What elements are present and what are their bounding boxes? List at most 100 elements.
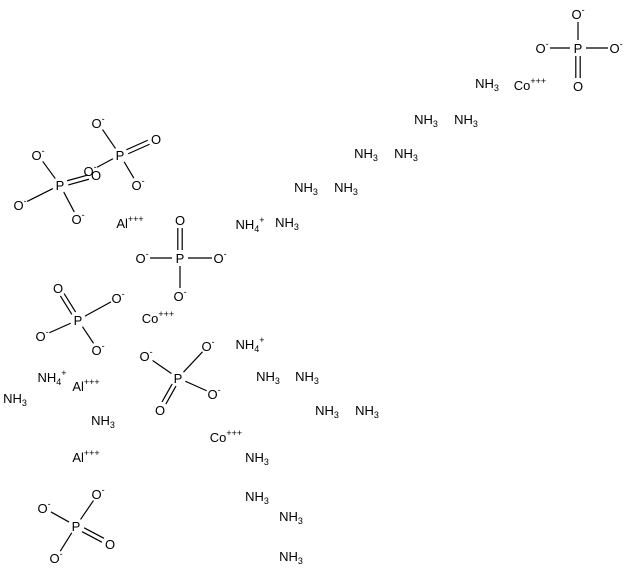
p-o-double-bond: [63, 293, 77, 313]
cobalt-ion-1-charge: +++: [530, 76, 546, 86]
ammonium-ion-3-subscript: 4: [56, 377, 61, 387]
oxygen-anion-4-1: O-: [135, 249, 148, 266]
phosphorus-3: P: [56, 178, 65, 193]
oxygen-6-3: O: [155, 403, 165, 418]
oxygen-anion-4-3-charge: -: [184, 287, 187, 297]
ammonia-10: NH3: [295, 369, 319, 386]
oxygen-anion-1-0: O-: [571, 5, 584, 22]
ammonia-14-symbol: NH: [91, 413, 110, 428]
ammonia-8: NH3: [275, 215, 299, 232]
p-o-bond: [80, 500, 94, 520]
oxygen-anion-4-1-charge: -: [146, 249, 149, 259]
ammonia-4-subscript: 3: [373, 153, 378, 163]
oxygen-anion-6-1-symbol: O: [201, 339, 211, 354]
ammonium-ion-2-subscript: 4: [254, 344, 259, 354]
ammonia-11-subscript: 3: [334, 410, 339, 420]
oxygen-5-0: O: [53, 281, 63, 296]
ammonia-8-subscript: 3: [294, 222, 299, 232]
oxygen-anion-4-1-symbol: O: [135, 251, 145, 266]
oxygen-anion-3-2: O-: [71, 210, 84, 227]
ammonia-16: NH3: [245, 489, 269, 506]
ammonia-6-subscript: 3: [313, 187, 318, 197]
ammonia-13-symbol: NH: [3, 391, 22, 406]
oxygen-anion-6-0-symbol: O: [139, 349, 149, 364]
oxygen-anion-6-0-charge: -: [150, 347, 153, 357]
oxygen-4-0: O: [175, 213, 185, 228]
p-o-double-bond: [81, 531, 103, 543]
ammonia-1-symbol: NH: [475, 76, 494, 91]
oxygen-anion-7-1-symbol: O: [91, 487, 101, 502]
ammonia-17-subscript: 3: [298, 516, 303, 526]
ammonia-5: NH3: [394, 146, 418, 163]
aluminium-ion-2-charge: +++: [84, 377, 100, 387]
ammonia-9-subscript: 3: [275, 376, 280, 386]
oxygen-anion-3-2-charge: -: [82, 210, 85, 220]
p-o-bond: [102, 129, 116, 149]
ammonium-ion-2: NH4+: [235, 335, 264, 354]
ammonia-8-symbol: NH: [275, 215, 294, 230]
aluminium-ion-3-charge: +++: [84, 448, 100, 458]
ammonia-1: NH3: [475, 76, 499, 93]
ammonia-3-subscript: 3: [473, 119, 478, 129]
ammonia-6: NH3: [294, 180, 318, 197]
oxygen-7-2-symbol: O: [105, 537, 115, 552]
oxygen-3-1: O: [91, 168, 101, 183]
ammonia-12-subscript: 3: [374, 410, 379, 420]
oxygen-anion-1-0-symbol: O: [571, 7, 581, 22]
ammonium-ion-1-subscript: 4: [254, 224, 259, 234]
oxygen-anion-2-0: O-: [91, 114, 104, 131]
oxygen-anion-2-0-symbol: O: [91, 116, 101, 131]
ammonia-2-subscript: 3: [433, 119, 438, 129]
oxygen-anion-4-2-symbol: O: [213, 251, 223, 266]
oxygen-anion-7-1-charge: -: [102, 485, 105, 495]
ammonium-ion-3-charge: +: [61, 368, 66, 378]
ammonium-ion-3: NH4+: [37, 368, 66, 387]
phosphorus-6-symbol: P: [174, 371, 183, 386]
oxygen-anion-3-3-symbol: O: [13, 198, 23, 213]
phosphorus-3-symbol: P: [56, 178, 65, 193]
phosphorus-1-symbol: P: [574, 41, 583, 56]
oxygen-anion-1-0-charge: -: [582, 5, 585, 15]
p-o-double-bond: [127, 143, 150, 155]
oxygen-anion-5-2-charge: -: [102, 341, 105, 351]
cobalt-ion-1-symbol: Co: [514, 78, 531, 93]
cobalt-ion-3: Co+++: [210, 428, 242, 445]
ammonia-18: NH3: [279, 549, 303, 566]
ammonia-11-symbol: NH: [315, 403, 334, 418]
oxygen-7-2: O: [105, 537, 115, 552]
oxygen-anion-5-1-symbol: O: [111, 291, 121, 306]
ammonia-17-symbol: NH: [279, 509, 298, 524]
aluminium-ion-1-charge: +++: [128, 214, 144, 224]
oxygen-1-3: O: [573, 79, 583, 94]
oxygen-anion-1-1-symbol: O: [535, 41, 545, 56]
oxygen-5-0-symbol: O: [53, 281, 63, 296]
oxygen-anion-5-3-symbol: O: [35, 329, 45, 344]
oxygen-anion-1-2-charge: -: [620, 39, 623, 49]
p-o-bond: [59, 532, 73, 552]
aluminium-ion-2: Al+++: [72, 377, 99, 394]
p-o-double-bond: [161, 383, 173, 403]
p-o-bond: [84, 301, 112, 317]
oxygen-anion-4-2-charge: -: [224, 249, 227, 259]
bond-layer: [26, 22, 608, 552]
cobalt-ion-2: Co+++: [142, 309, 174, 326]
ammonia-12-symbol: NH: [355, 403, 374, 418]
aluminium-ion-1-symbol: Al: [116, 216, 128, 231]
oxygen-anion-3-0-charge: -: [42, 146, 45, 156]
oxygen-anion-5-2: O-: [91, 341, 104, 358]
ammonium-ion-1: NH4+: [235, 215, 264, 234]
ammonia-13: NH3: [3, 391, 27, 408]
ammonia-5-subscript: 3: [413, 153, 418, 163]
phosphorus-4: P: [176, 251, 185, 266]
oxygen-anion-5-1: O-: [111, 289, 124, 306]
ammonia-13-subscript: 3: [22, 398, 27, 408]
aluminium-ion-3: Al+++: [72, 448, 99, 465]
ammonia-11: NH3: [315, 403, 339, 420]
oxygen-anion-2-3-charge: -: [94, 162, 97, 172]
oxygen-anion-2-2-charge: -: [142, 176, 145, 186]
ammonia-16-subscript: 3: [264, 496, 269, 506]
oxygen-anion-5-1-charge: -: [122, 289, 125, 299]
oxygen-anion-3-3: O-: [13, 196, 26, 213]
ammonia-12: NH3: [355, 403, 379, 420]
